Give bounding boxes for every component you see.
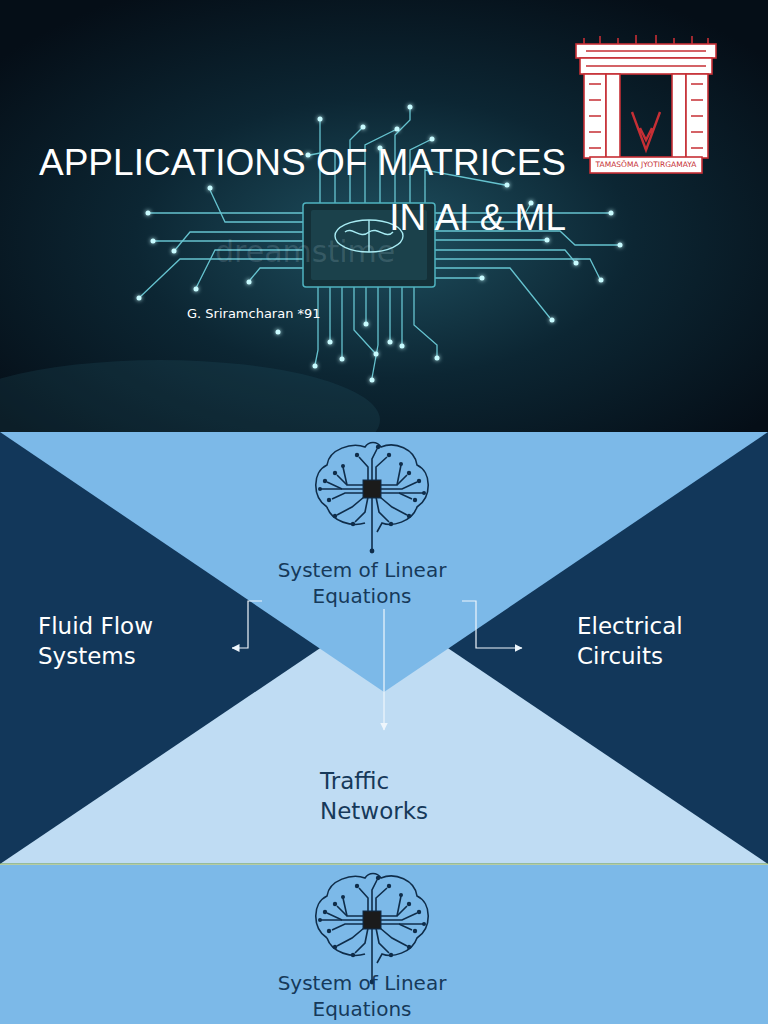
node-text: Traffic Networks	[320, 766, 450, 826]
upper-triangle	[0, 432, 768, 692]
connector-arrow	[383, 609, 384, 730]
application-box: Fluid Flow Systems	[38, 611, 232, 671]
university-logo	[576, 35, 716, 173]
connector-arrow	[232, 601, 262, 648]
author-name: G. Sriramcharan *91	[187, 306, 407, 322]
topic-box: System of Linear Equations	[262, 970, 462, 1022]
application-box: Electrical Circuits	[522, 611, 732, 671]
node-text: Electrical Circuits	[577, 611, 732, 671]
connector-arrow	[462, 601, 522, 648]
next-slide-background	[0, 865, 768, 1024]
node-text: System of Linear Equations	[262, 557, 462, 609]
logo-motto: TAMASŌMA JYOTIRGAMAYA	[590, 160, 702, 169]
topic-box: System of Linear Equations	[262, 557, 462, 609]
node-text: System of Linear Equations	[262, 970, 462, 1022]
slide-title: APPLICATIONS OF MATRICES IN AI & ML	[16, 135, 566, 245]
slide-divider	[0, 863, 768, 864]
content-slide-background	[0, 432, 768, 864]
watermark: dreamstime	[215, 234, 535, 270]
application-box: Traffic Networks	[318, 730, 450, 826]
brain-icon	[316, 874, 429, 985]
brain-icon	[316, 443, 429, 554]
node-text: Fluid Flow Systems	[38, 611, 232, 671]
